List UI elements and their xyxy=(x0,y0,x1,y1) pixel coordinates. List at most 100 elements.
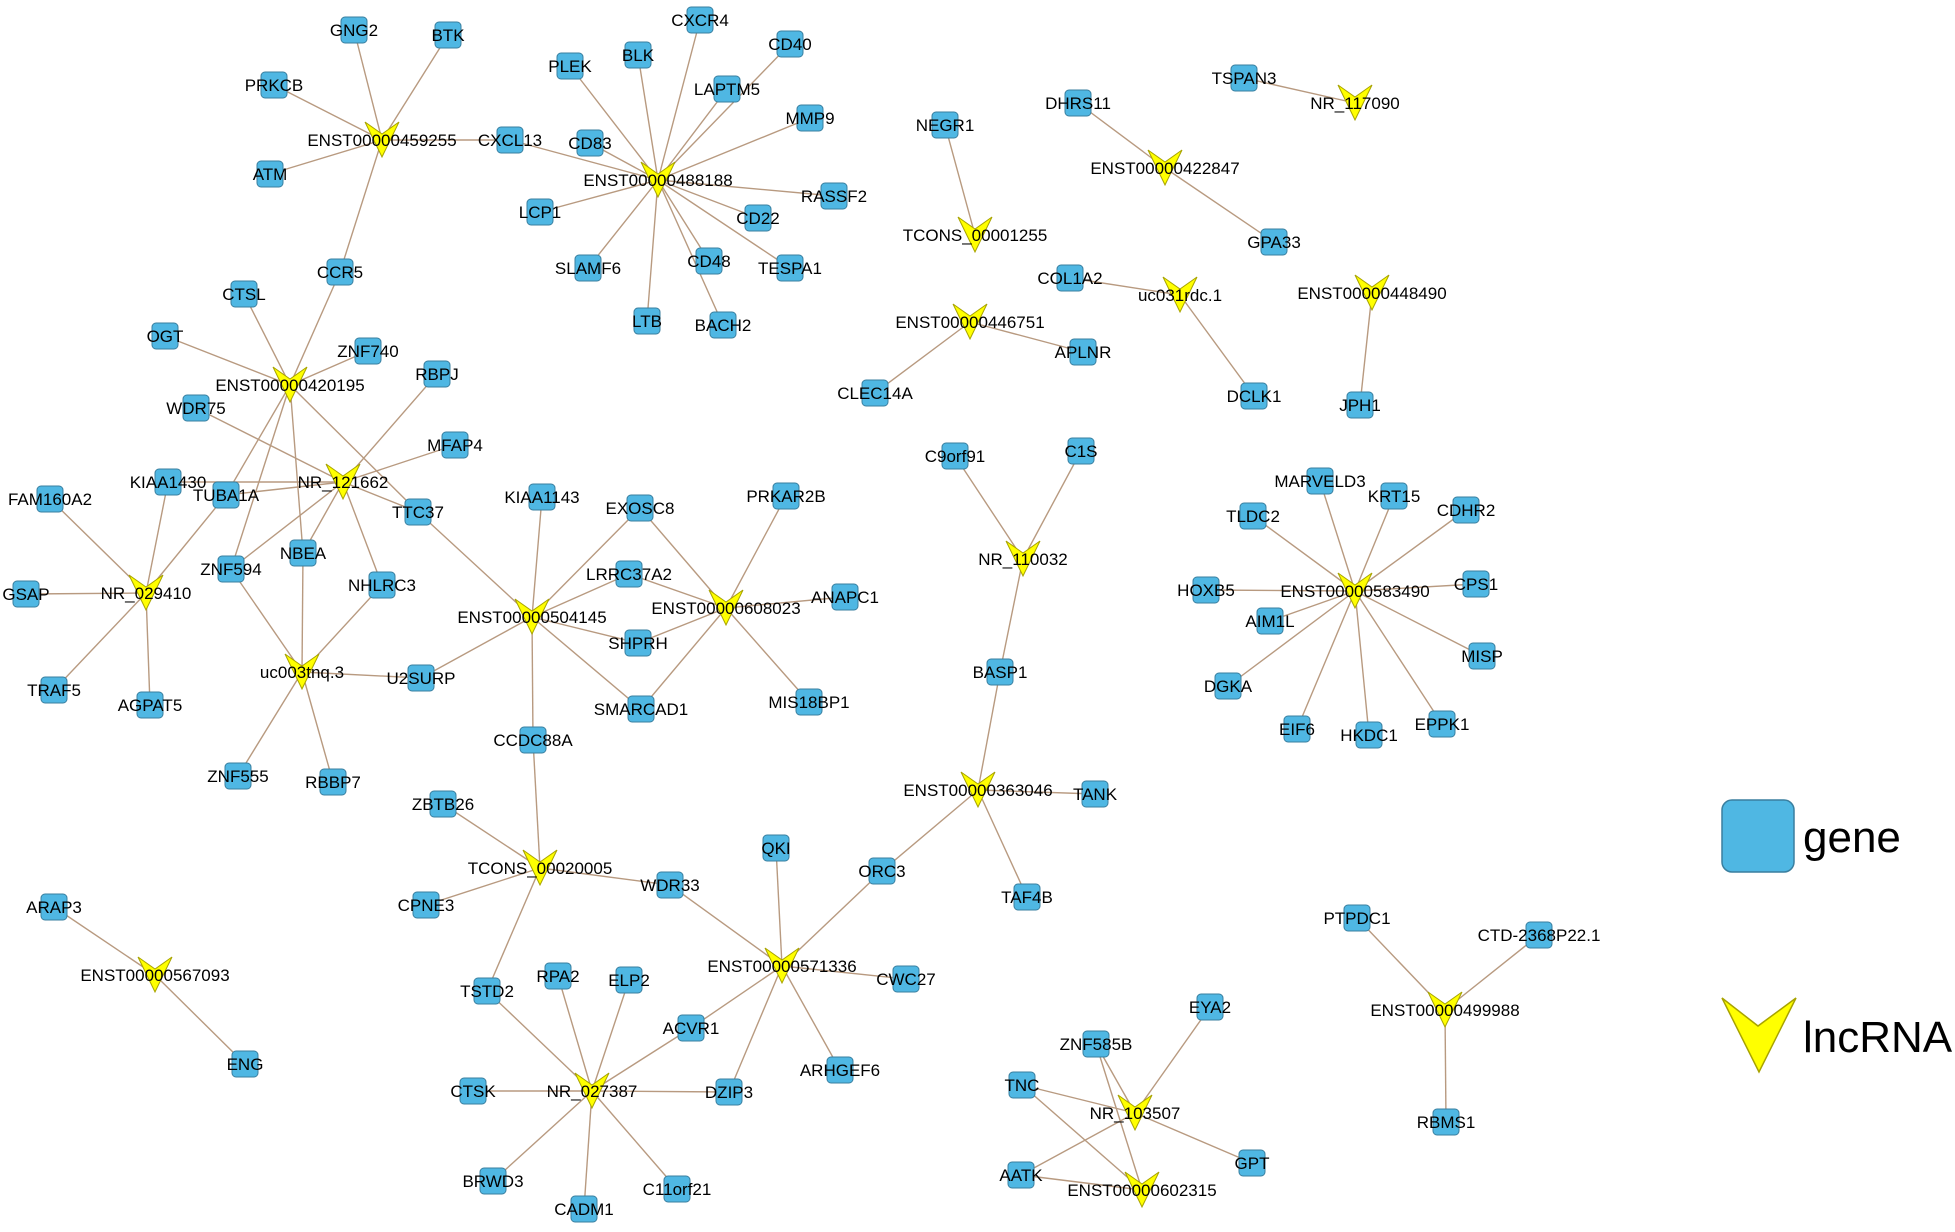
gene-node-tank[interactable]: TANK xyxy=(1073,780,1118,808)
lncrna-node-enst00000567093[interactable]: ENST00000567093 xyxy=(80,956,230,994)
gene-node-cxcl13[interactable]: CXCL13 xyxy=(478,126,542,154)
gene-node-cadm1[interactable]: CADM1 xyxy=(554,1195,614,1223)
gene-node-taf4b[interactable]: TAF4B xyxy=(1001,883,1053,911)
gene-node-eif6[interactable]: EIF6 xyxy=(1279,715,1315,743)
gene-node-hkdc1[interactable]: HKDC1 xyxy=(1340,721,1398,749)
gene-node-dgka[interactable]: DGKA xyxy=(1204,672,1253,700)
lncrna-node-enst00000420195[interactable]: ENST00000420195 xyxy=(215,366,365,404)
gene-node-agpat5[interactable]: AGPAT5 xyxy=(118,691,183,719)
gene-node-wdr75[interactable]: WDR75 xyxy=(166,394,226,422)
gene-node-ltb[interactable]: LTB xyxy=(632,307,662,335)
gene-node-cps1[interactable]: CPS1 xyxy=(1454,570,1498,598)
gene-node-lrrc37a2[interactable]: LRRC37A2 xyxy=(586,560,672,588)
gene-node-aim1l[interactable]: AIM1L xyxy=(1245,607,1295,635)
gene-node-tespa1[interactable]: TESPA1 xyxy=(758,254,822,282)
gene-node-traf5[interactable]: TRAF5 xyxy=(27,676,81,704)
gene-node-cd40[interactable]: CD40 xyxy=(768,30,812,58)
gene-node-ccdc88a[interactable]: CCDC88A xyxy=(493,726,573,754)
gene-node-eya2[interactable]: EYA2 xyxy=(1189,993,1231,1021)
lncrna-node-nr-121662[interactable]: NR_121662 xyxy=(298,463,389,501)
gene-node-plek[interactable]: PLEK xyxy=(548,52,592,80)
gene-node-dclk1[interactable]: DCLK1 xyxy=(1227,382,1282,410)
gene-node-hoxb5[interactable]: HOXB5 xyxy=(1177,576,1235,604)
gene-node-shprh[interactable]: SHPRH xyxy=(608,629,668,657)
gene-node-rbpj[interactable]: RBPJ xyxy=(415,360,459,388)
gene-node-acvr1[interactable]: ACVR1 xyxy=(663,1014,720,1042)
gene-node-col1a2[interactable]: COL1A2 xyxy=(1037,264,1103,292)
gene-node-u2surp[interactable]: U2SURP xyxy=(387,664,456,692)
gene-node-eng[interactable]: ENG xyxy=(227,1050,264,1078)
gene-node-qki[interactable]: QKI xyxy=(761,834,791,862)
lncrna-node-enst00000608023[interactable]: ENST00000608023 xyxy=(651,589,801,627)
gene-node-nhlrc3[interactable]: NHLRC3 xyxy=(348,571,416,599)
gene-node-rassf2[interactable]: RASSF2 xyxy=(801,182,867,210)
gene-node-rbms1[interactable]: RBMS1 xyxy=(1417,1108,1476,1136)
gene-node-cd83[interactable]: CD83 xyxy=(568,129,612,157)
gene-node-arap3[interactable]: ARAP3 xyxy=(26,893,82,921)
gene-node-c1s[interactable]: C1S xyxy=(1064,437,1098,465)
lncrna-node-nr-117090[interactable]: NR_117090 xyxy=(1310,84,1400,122)
lncrna-node-enst00000363046[interactable]: ENST00000363046 xyxy=(903,771,1053,809)
lncrna-node-enst00000583490[interactable]: ENST00000583490 xyxy=(1280,572,1430,610)
gene-node-exosc8[interactable]: EXOSC8 xyxy=(606,494,675,522)
lncrna-node-enst00000448490[interactable]: ENST00000448490 xyxy=(1297,274,1447,312)
gene-node-ogt[interactable]: OGT xyxy=(147,322,184,350)
gene-node-krt15[interactable]: KRT15 xyxy=(1368,482,1421,510)
lncrna-node-enst00000571336[interactable]: ENST00000571336 xyxy=(707,947,857,985)
gene-node-ccr5[interactable]: CCR5 xyxy=(317,258,363,286)
gene-node-tstd2[interactable]: TSTD2 xyxy=(460,977,514,1005)
gene-node-marveld3[interactable]: MARVELD3 xyxy=(1274,467,1366,495)
lncrna-node-tcons-00020005[interactable]: TCONS_00020005 xyxy=(468,849,613,887)
lncrna-node-enst00000499988[interactable]: ENST00000499988 xyxy=(1370,991,1520,1029)
gene-node-laptm5[interactable]: LAPTM5 xyxy=(694,75,760,103)
gene-node-nbea[interactable]: NBEA xyxy=(280,539,327,567)
gene-node-c9orf91[interactable]: C9orf91 xyxy=(925,442,985,470)
gene-node-tspan3[interactable]: TSPAN3 xyxy=(1212,64,1277,92)
gene-node-basp1[interactable]: BASP1 xyxy=(973,658,1028,686)
gene-node-dhrs11[interactable]: DHRS11 xyxy=(1045,89,1111,117)
gene-node-aplnr[interactable]: APLNR xyxy=(1055,338,1112,366)
gene-node-gpt[interactable]: GPT xyxy=(1235,1149,1270,1177)
gene-node-mis18bp1[interactable]: MIS18BP1 xyxy=(768,688,850,716)
gene-node-znf594[interactable]: ZNF594 xyxy=(200,555,262,583)
gene-node-cdhr2[interactable]: CDHR2 xyxy=(1437,496,1496,524)
gene-node-gpa33[interactable]: GPA33 xyxy=(1247,228,1301,256)
gene-node-arhgef6[interactable]: ARHGEF6 xyxy=(800,1056,880,1084)
gene-node-smarcad1[interactable]: SMARCAD1 xyxy=(594,695,688,723)
gene-node-tuba1a[interactable]: TUBA1A xyxy=(193,481,260,509)
lncrna-node-enst00000459255[interactable]: ENST00000459255 xyxy=(307,121,457,159)
gene-node-mfap4[interactable]: MFAP4 xyxy=(427,431,483,459)
lncrna-node-uc031rdc-1[interactable]: uc031rdc.1 xyxy=(1138,276,1222,314)
gene-node-kiaa1430[interactable]: KIAA1430 xyxy=(130,468,207,496)
gene-node-gng2[interactable]: GNG2 xyxy=(330,16,378,44)
gene-node-cxcr4[interactable]: CXCR4 xyxy=(671,6,729,34)
gene-node-blk[interactable]: BLK xyxy=(622,41,655,69)
gene-node-jph1[interactable]: JPH1 xyxy=(1339,391,1381,419)
gene-node-mmp9[interactable]: MMP9 xyxy=(785,104,835,132)
gene-node-prkcb[interactable]: PRKCB xyxy=(245,71,304,99)
gene-node-cwc27[interactable]: CWC27 xyxy=(876,965,936,993)
gene-node-cd22[interactable]: CD22 xyxy=(736,204,780,232)
gene-node-tnc[interactable]: TNC xyxy=(1005,1071,1040,1099)
gene-node-cpne3[interactable]: CPNE3 xyxy=(398,891,455,919)
gene-node-rpa2[interactable]: RPA2 xyxy=(536,962,580,990)
gene-node-slamf6[interactable]: SLAMF6 xyxy=(555,254,621,282)
gene-node-aatk[interactable]: AATK xyxy=(999,1161,1043,1189)
gene-node-negr1[interactable]: NEGR1 xyxy=(916,111,975,139)
gene-node-misp[interactable]: MISP xyxy=(1461,642,1503,670)
gene-node-tldc2[interactable]: TLDC2 xyxy=(1226,502,1280,530)
gene-node-znf555[interactable]: ZNF555 xyxy=(207,762,269,790)
gene-node-elp2[interactable]: ELP2 xyxy=(608,966,650,994)
lncrna-node-nr-027387[interactable]: NR_027387 xyxy=(547,1072,638,1110)
gene-node-znf740[interactable]: ZNF740 xyxy=(337,337,399,365)
gene-node-ptpdc1[interactable]: PTPDC1 xyxy=(1323,904,1391,932)
gene-node-ctsl[interactable]: CTSL xyxy=(222,280,266,308)
gene-node-atm[interactable]: ATM xyxy=(253,160,288,188)
gene-node-btk[interactable]: BTK xyxy=(431,21,465,49)
gene-node-lcp1[interactable]: LCP1 xyxy=(519,198,562,226)
gene-node-anapc1[interactable]: ANAPC1 xyxy=(811,583,879,611)
gene-node-rbbp7[interactable]: RBBP7 xyxy=(305,768,361,796)
lncrna-node-nr-110032[interactable]: NR_110032 xyxy=(978,540,1068,578)
gene-node-bach2[interactable]: BACH2 xyxy=(695,311,752,339)
gene-node-eppk1[interactable]: EPPK1 xyxy=(1415,710,1470,738)
